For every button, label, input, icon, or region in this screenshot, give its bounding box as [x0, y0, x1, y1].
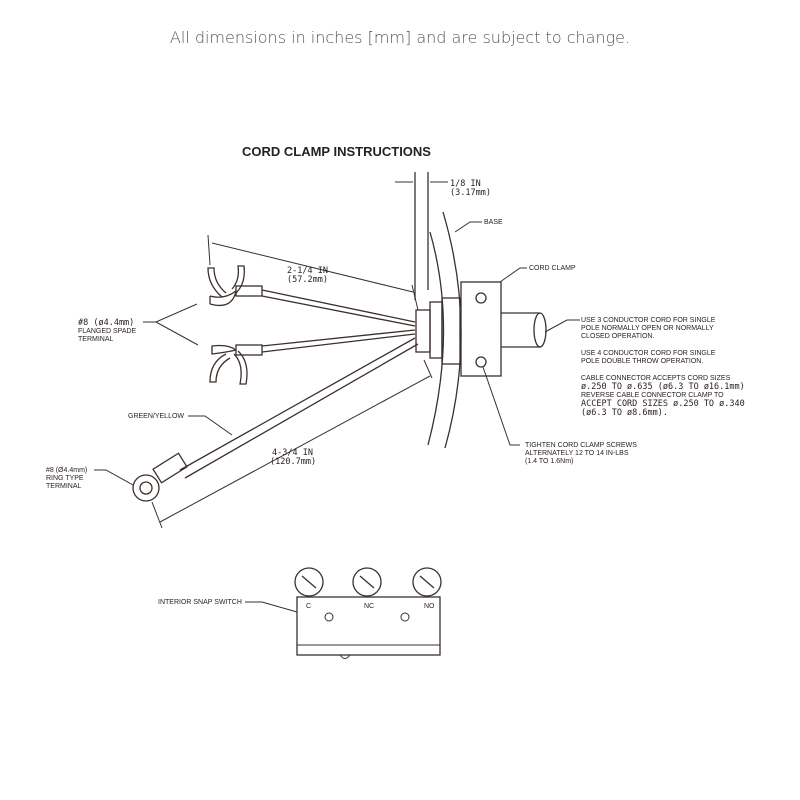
snap-switch-label: INTERIOR SNAP SWITCH [158, 599, 242, 606]
screw-terminal [294, 567, 324, 597]
svg-text:(120.7mm): (120.7mm) [270, 457, 316, 467]
bulkhead-nut [415, 297, 461, 365]
screw-terminal [352, 567, 382, 597]
base: BASE [427, 211, 503, 449]
note-4-conductor: USE 4 CONDUCTOR CORD FOR SINGLE POLE DOU… [581, 350, 716, 365]
svg-text:(57.2mm): (57.2mm) [287, 275, 328, 285]
svg-text:2-1/4 IN: 2-1/4 IN [287, 266, 328, 276]
terminal-nc: NC [364, 603, 374, 610]
clamp-screw-hole [475, 292, 487, 304]
ring-terminal [132, 452, 188, 502]
spade-terminal [209, 344, 263, 385]
svg-text:(3.17mm): (3.17mm) [450, 188, 491, 198]
svg-text:POLE NORMALLY OPEN OR NORMALLY: POLE NORMALLY OPEN OR NORMALLY [581, 325, 714, 332]
dimensions-disclaimer: All dimensions in inches [mm] and are su… [169, 28, 631, 47]
svg-text:CLOSED OPERATION.: CLOSED OPERATION. [581, 333, 654, 340]
svg-text:#8 (Ø4.4mm): #8 (Ø4.4mm) [46, 467, 87, 474]
cord-clamp: CORD CLAMP [460, 265, 580, 446]
ring-terminal-label: #8 (Ø4.4mm) RING TYPE TERMINAL [46, 467, 134, 490]
svg-text:GREEN/YELLOW: GREEN/YELLOW [128, 413, 184, 420]
svg-text:CABLE CONNECTOR ACCEPTS CORD S: CABLE CONNECTOR ACCEPTS CORD SIZES [581, 375, 731, 382]
note-tighten-screws: TIGHTEN CORD CLAMP SCREWS ALTERNATELY 12… [525, 442, 637, 465]
spade-terminal-label: #8 (ø4.4mm) FLANGED SPADE TERMINAL [78, 303, 199, 346]
terminal-no: NO [424, 603, 435, 610]
panel [395, 172, 448, 300]
ring-length-dimension: 4-3/4 IN (120.7mm) [151, 359, 433, 529]
svg-text:USE 3 CONDUCTOR CORD FOR SINGL: USE 3 CONDUCTOR CORD FOR SINGLE [581, 317, 716, 324]
svg-text:1/8 IN: 1/8 IN [450, 179, 481, 189]
svg-text:TERMINAL: TERMINAL [46, 483, 82, 490]
green-yellow-label: GREEN/YELLOW [128, 413, 233, 436]
svg-text:USE 4 CONDUCTOR CORD FOR SINGL: USE 4 CONDUCTOR CORD FOR SINGLE [581, 350, 716, 357]
spade-terminal [207, 265, 263, 307]
cord-clamp-label: CORD CLAMP [529, 265, 576, 272]
interior-snap-switch: C NC NO INTERIOR SNAP SWITCH [158, 567, 442, 659]
svg-text:ACCEPT CORD SIZES ø.250 TO ø.3: ACCEPT CORD SIZES ø.250 TO ø.340 [581, 399, 745, 409]
svg-text:(1.4 TO 1.6Nm): (1.4 TO 1.6Nm) [525, 458, 573, 465]
svg-text:REVERSE CABLE CONNECTOR CLAMP: REVERSE CABLE CONNECTOR CLAMP TO [581, 392, 724, 399]
svg-text:#8 (ø4.4mm): #8 (ø4.4mm) [78, 318, 134, 328]
base-label: BASE [484, 219, 503, 226]
svg-text:RING TYPE: RING TYPE [46, 475, 84, 482]
svg-text:TIGHTEN CORD CLAMP SCREWS: TIGHTEN CORD CLAMP SCREWS [525, 442, 637, 449]
note-3-conductor: USE 3 CONDUCTOR CORD FOR SINGLE POLE NOR… [581, 317, 716, 340]
spade-length-dimension: 2-1/4 IN (57.2mm) [207, 234, 419, 311]
svg-text:ALTERNATELY 12 TO 14 IN-LBS: ALTERNATELY 12 TO 14 IN-LBS [525, 450, 629, 457]
svg-text:4-3/4 IN: 4-3/4 IN [272, 448, 313, 458]
svg-text:FLANGED SPADE: FLANGED SPADE [78, 328, 137, 335]
diagram-title: CORD CLAMP INSTRUCTIONS [242, 144, 431, 159]
spade-wires [179, 289, 419, 479]
panel-thickness-dimension: 1/8 IN (3.17mm) [450, 179, 491, 198]
terminal-c: C [306, 603, 311, 610]
svg-text:ø.250 TO ø.635 (ø6.3 TO ø16.1m: ø.250 TO ø.635 (ø6.3 TO ø16.1mm) [581, 382, 745, 392]
svg-text:(ø6.3 TO ø8.6mm).: (ø6.3 TO ø8.6mm). [581, 408, 668, 418]
svg-text:POLE DOUBLE THROW OPERATION.: POLE DOUBLE THROW OPERATION. [581, 358, 703, 365]
note-cable-connector: CABLE CONNECTOR ACCEPTS CORD SIZES ø.250… [581, 375, 745, 418]
svg-text:TERMINAL: TERMINAL [78, 336, 114, 343]
screw-terminal [412, 567, 442, 597]
clamp-screw-hole [475, 356, 487, 368]
